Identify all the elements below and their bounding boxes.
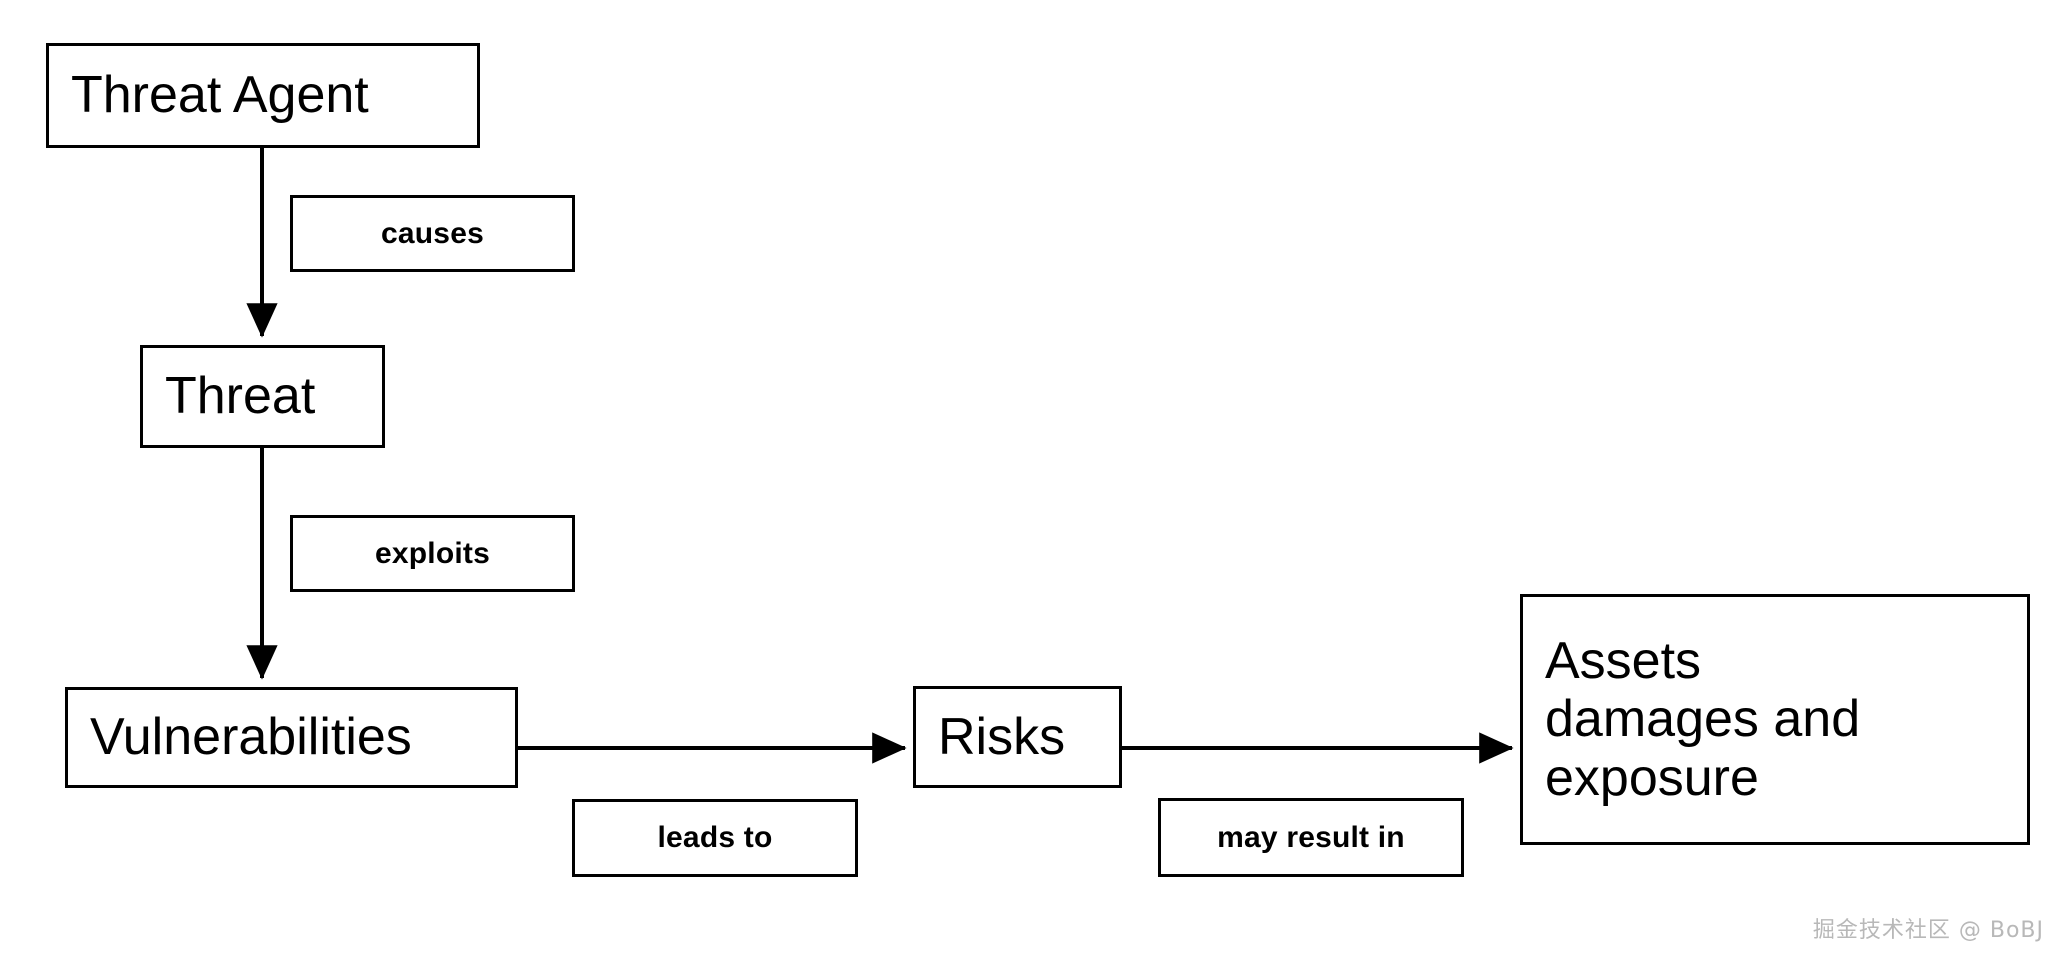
edge-label-may-result-in-text: may result in xyxy=(1217,820,1405,854)
node-risks-label: Risks xyxy=(938,707,1066,766)
edge-label-causes[interactable]: causes xyxy=(290,195,575,272)
node-threat[interactable]: Threat xyxy=(140,345,385,448)
node-threat-agent[interactable]: Threat Agent xyxy=(46,43,480,148)
node-threat-label: Threat xyxy=(165,367,316,426)
edge-label-leads-to[interactable]: leads to xyxy=(572,799,858,877)
node-vulnerabilities[interactable]: Vulnerabilities xyxy=(65,687,518,788)
node-threat-agent-label: Threat Agent xyxy=(71,66,369,125)
node-risks[interactable]: Risks xyxy=(913,686,1122,788)
edge-label-exploits-text: exploits xyxy=(375,536,490,570)
edge-label-exploits[interactable]: exploits xyxy=(290,515,575,592)
edge-label-may-result-in[interactable]: may result in xyxy=(1158,798,1464,877)
watermark: 掘金技术社区 @ BoBJ xyxy=(1812,918,2044,943)
edge-label-leads-to-text: leads to xyxy=(657,821,773,854)
node-assets-label: Assets damages and exposure xyxy=(1545,632,1861,807)
edge-label-causes-text: causes xyxy=(381,216,484,250)
node-vulnerabilities-label: Vulnerabilities xyxy=(90,708,412,767)
node-assets-damages-and-exposure[interactable]: Assets damages and exposure xyxy=(1520,594,2030,845)
